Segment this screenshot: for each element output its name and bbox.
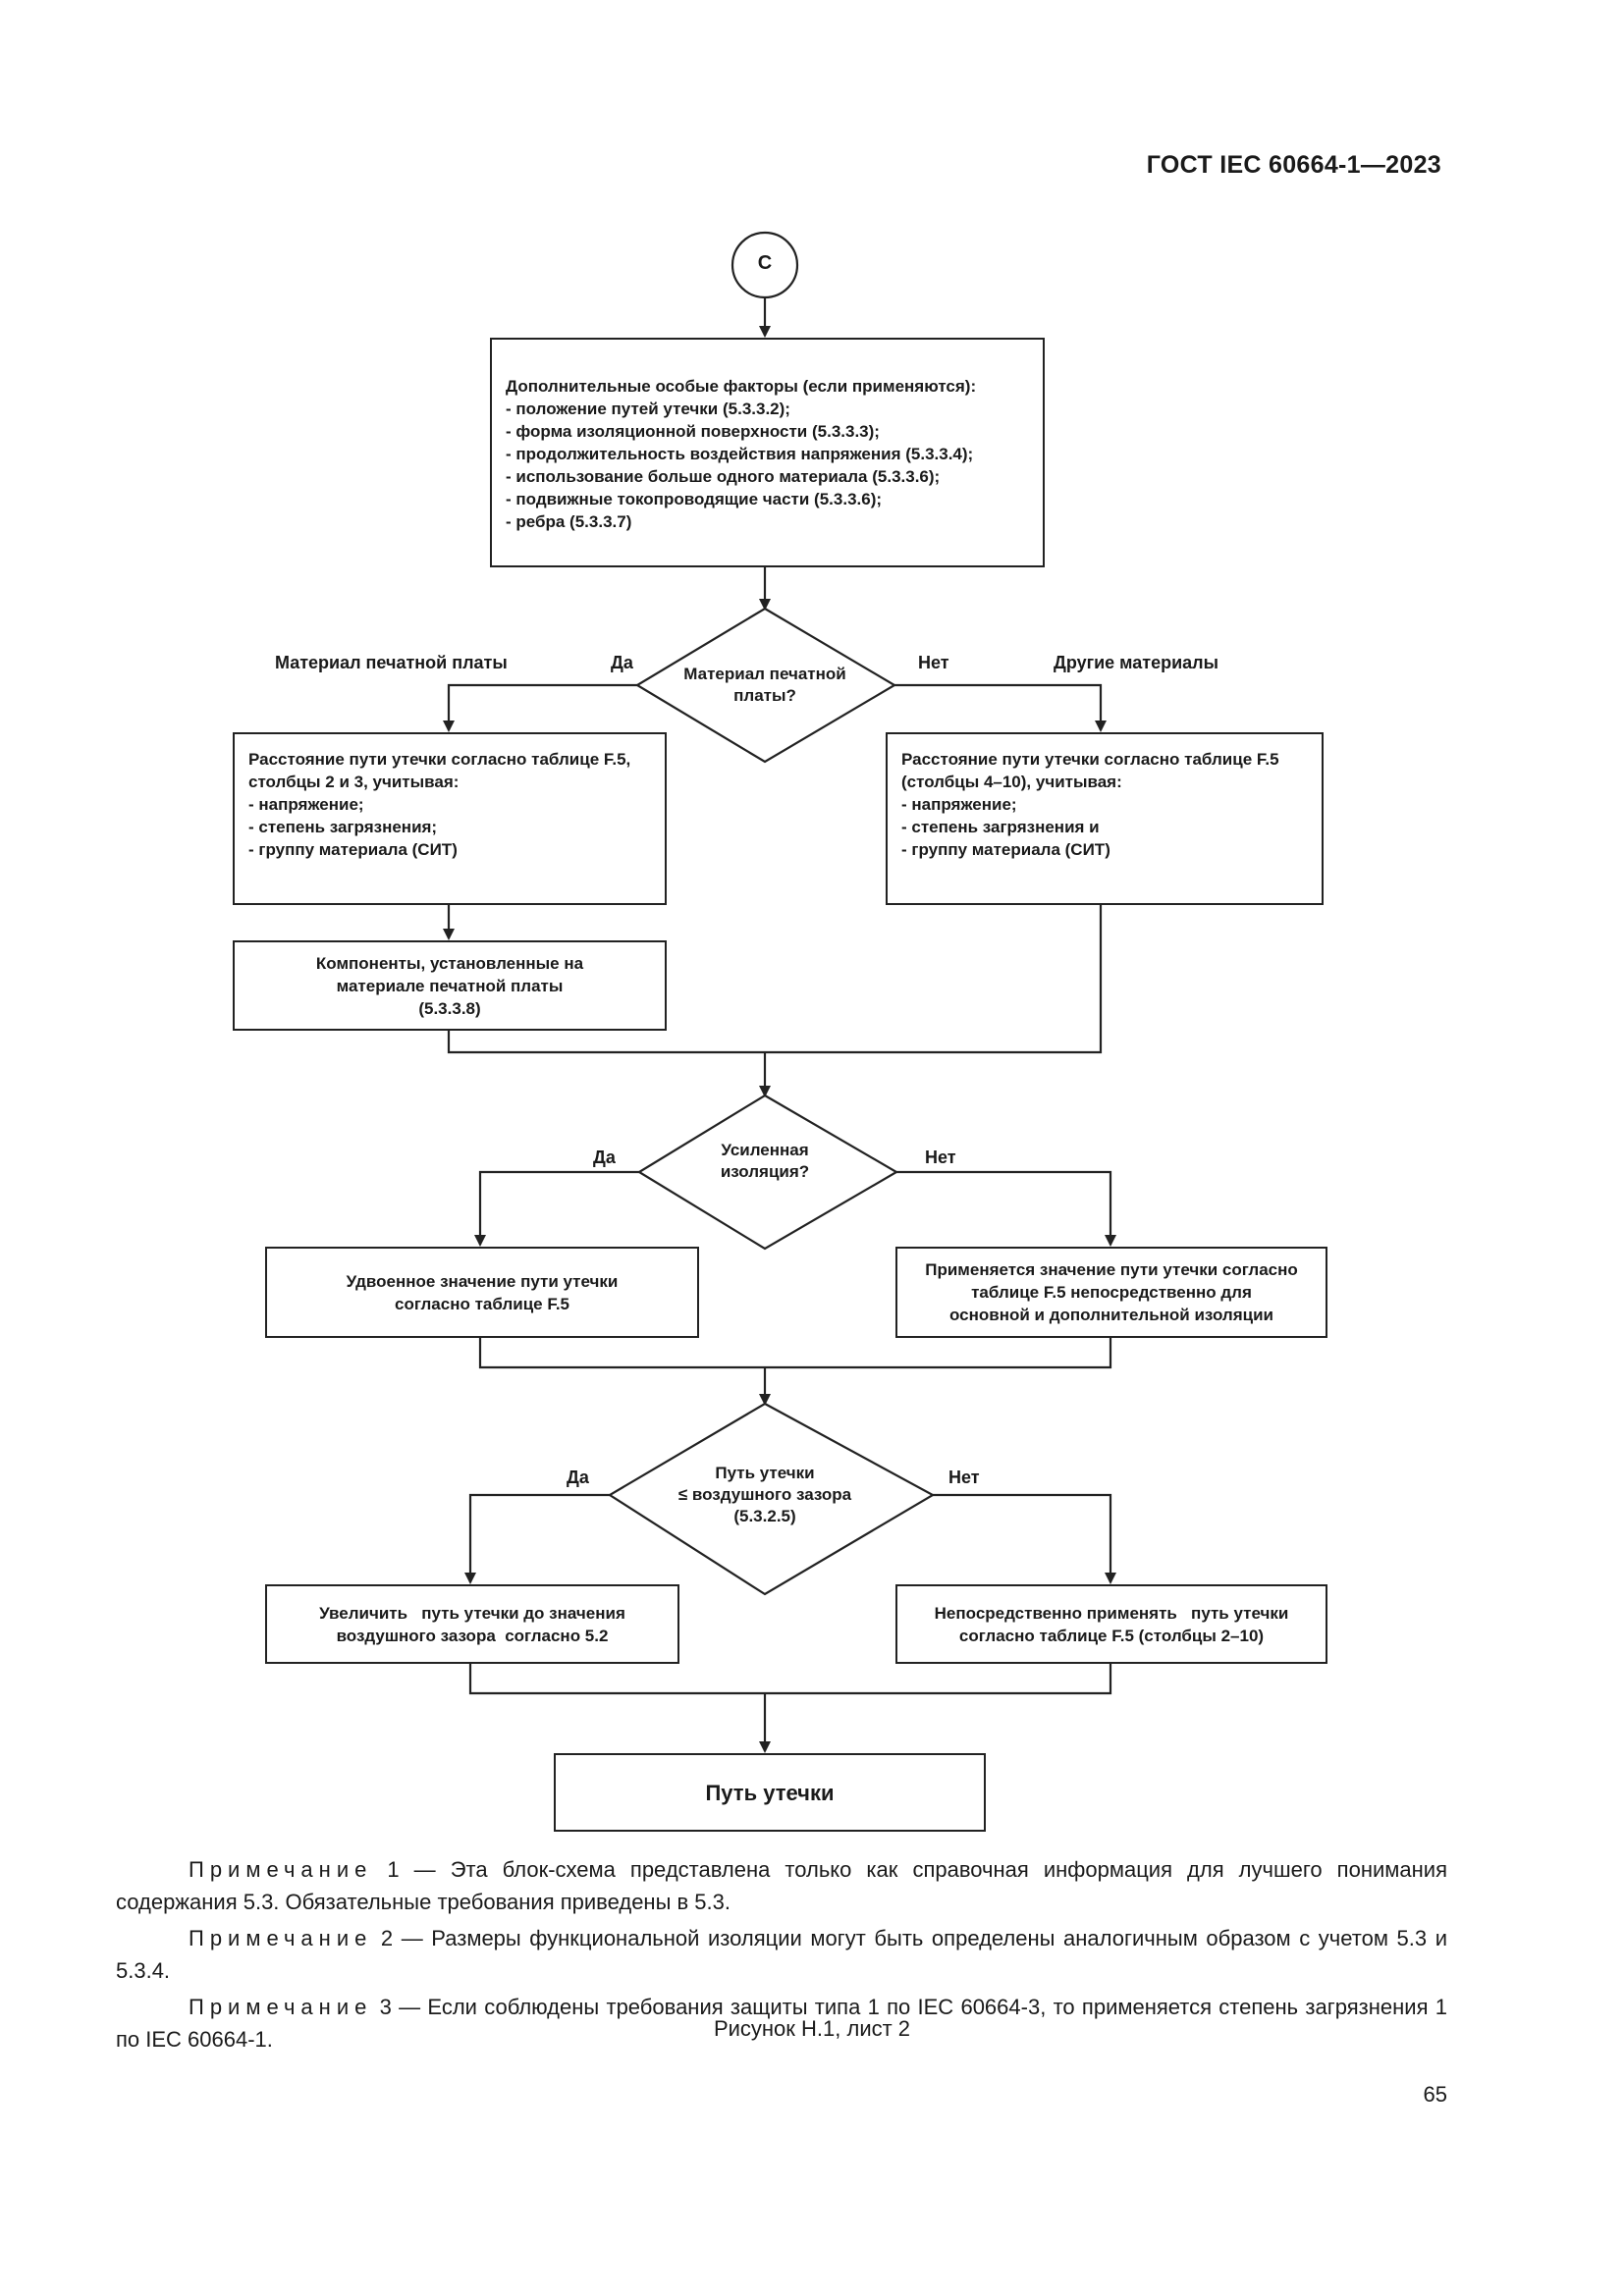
- other-materials-creepage-box: Расстояние пути утечки согласно таблице …: [886, 732, 1324, 905]
- note-2: Примечание 2 — Размеры функциональной из…: [116, 1926, 1447, 1983]
- figure-caption: Рисунок Н.1, лист 2: [713, 2016, 911, 2041]
- pcb-components-box: Компоненты, установленные на материале п…: [233, 940, 667, 1031]
- doubled-creepage-box: Удвоенное значение пути утечки согласно …: [265, 1247, 699, 1338]
- decision-reinforced-no: Нет: [925, 1148, 956, 1167]
- decision-pcb-diamond: [634, 607, 897, 764]
- pcb-creepage-box: Расстояние пути утечки согласно таблице …: [233, 732, 667, 905]
- decision-clearance-no: Нет: [948, 1468, 980, 1487]
- direct-creepage-box: Применяется значение пути утечки согласн…: [895, 1247, 1327, 1338]
- page-number: 65: [1423, 2082, 1447, 2107]
- decision-pcb-branch-left: Материал печатной платы: [275, 653, 508, 672]
- decision-pcb-yes: Да: [611, 653, 633, 672]
- note-3: Примечание 3 — Если соблюдены требования…: [116, 1995, 1447, 2052]
- special-factors-box: Дополнительные особые факторы (если прим…: [490, 338, 1045, 567]
- note-1: Примечание 1 — Эта блок-схема представле…: [116, 1857, 1447, 1914]
- apply-creepage-box: Непосредственно применять путь утечки со…: [895, 1584, 1327, 1664]
- decision-pcb-question: Материал печатной платы?: [683, 665, 846, 705]
- decision-reinforced-diamond: [636, 1094, 899, 1251]
- decision-clearance-question: Путь утечки ≤ воздушного зазора (5.3.2.5…: [677, 1464, 852, 1525]
- decision-clearance-yes: Да: [567, 1468, 589, 1487]
- decision-reinforced-question: Усиленная изоляция?: [720, 1141, 810, 1181]
- page-header-standard: ГОСТ IEC 60664-1—2023: [1146, 151, 1441, 179]
- creepage-result-box: Путь утечки: [554, 1753, 986, 1832]
- increase-creepage-box: Увеличить путь утечки до значения воздуш…: [265, 1584, 679, 1664]
- decision-pcb-branch-right: Другие материалы: [1054, 653, 1218, 672]
- decision-reinforced-yes: Да: [593, 1148, 616, 1167]
- decision-pcb-no: Нет: [918, 653, 949, 672]
- notes-block: Примечание 1 — Эта блок-схема представле…: [116, 1853, 1447, 2059]
- connector-label-c: C: [757, 252, 773, 274]
- decision-clearance-diamond: [607, 1402, 936, 1596]
